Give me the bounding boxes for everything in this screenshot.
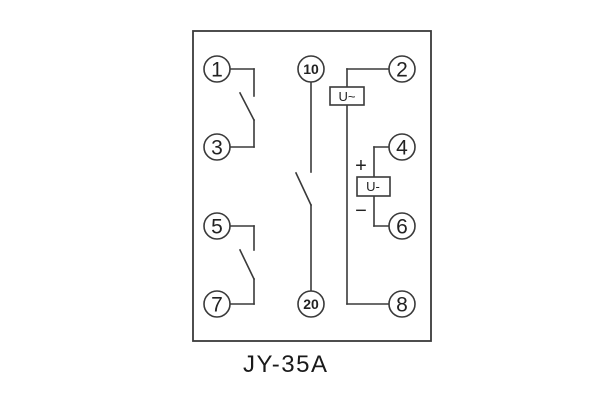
terminal-4: 4: [388, 133, 416, 161]
terminal-5: 5: [203, 212, 231, 240]
terminal-6-label: 6: [396, 216, 408, 239]
dc-coil-box: [356, 176, 391, 197]
terminal-10-label: 10: [303, 61, 319, 77]
terminal-2-label: 2: [396, 59, 408, 82]
polarity-plus: +: [355, 155, 367, 177]
terminal-1: 1: [203, 55, 231, 83]
terminal-3: 3: [203, 133, 231, 161]
dc-coil-circuit: [373, 146, 390, 227]
terminal-6: 6: [388, 212, 416, 240]
ac-coil-circuit: [346, 68, 390, 305]
ac-coil-label: U~: [339, 89, 356, 104]
contact-1-3: [229, 68, 256, 148]
terminal-4-label: 4: [396, 137, 408, 160]
terminal-7: 7: [203, 290, 231, 318]
terminal-8-label: 8: [396, 294, 408, 317]
relay-outline: [192, 30, 432, 342]
terminal-2: 2: [388, 55, 416, 83]
terminal-1-label: 1: [211, 59, 223, 82]
ac-coil-box: [329, 86, 365, 106]
terminal-10: 10: [297, 55, 325, 83]
dc-coil-label: U-: [366, 179, 380, 194]
terminal-3-label: 3: [211, 137, 223, 160]
terminal-20-label: 20: [303, 296, 319, 312]
contact-5-7: [229, 225, 256, 305]
model-label: JY-35A: [243, 351, 329, 378]
terminal-5-label: 5: [211, 216, 223, 239]
terminal-8: 8: [388, 290, 416, 318]
polarity-minus: −: [355, 200, 367, 222]
terminal-20: 20: [297, 290, 325, 318]
terminal-7-label: 7: [211, 294, 223, 317]
contact-10-20: [294, 81, 313, 292]
